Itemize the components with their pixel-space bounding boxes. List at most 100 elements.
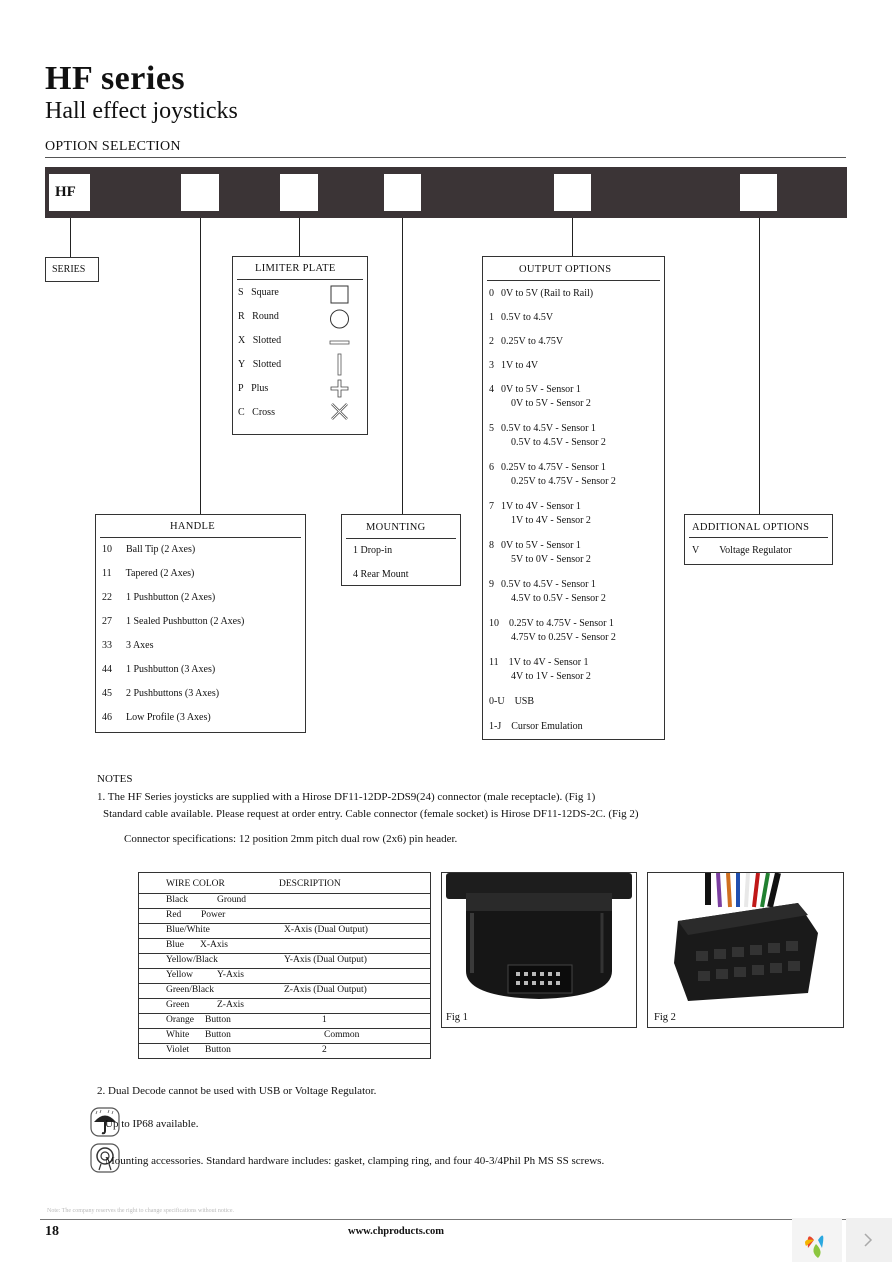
wire-function-cell: Button <box>205 1015 231 1025</box>
vertical-slot-icon <box>337 353 342 376</box>
handle-label: 1 Pushbutton (3 Axes) <box>126 664 216 675</box>
website-link[interactable]: www.chproducts.com <box>348 1226 445 1237</box>
horizontal-slot-icon <box>329 340 350 345</box>
wire-description-cell: Z-Axis (Dual Output) <box>284 985 367 995</box>
output-option-line1: USB <box>514 696 535 707</box>
viewer-logo-button[interactable] <box>792 1218 842 1262</box>
handle-connector-line <box>200 218 201 515</box>
mounting-item: 1 Drop-in <box>353 545 393 556</box>
figure-1: Fig 1 <box>441 872 637 1028</box>
limiter-label: Round <box>252 311 279 322</box>
limiter-label: Plus <box>251 383 269 394</box>
limiter-label: Slotted <box>252 359 282 370</box>
page-number: 18 <box>45 1224 59 1239</box>
handle-heading: HANDLE <box>170 521 215 532</box>
wire-description-cell: X-Axis (Dual Output) <box>284 925 368 935</box>
footer-divider <box>40 1219 846 1220</box>
output-option-line1: 1V to 4V - Sensor 1 <box>501 501 581 512</box>
handle-code: 45 <box>102 688 112 699</box>
output-option-code: 0-U <box>489 696 505 707</box>
limiter-item: P Plus <box>238 383 268 394</box>
mounting-accessories-icon <box>89 1142 121 1174</box>
output-option-code: 3 <box>489 360 494 371</box>
handle-code: 10 <box>102 544 112 555</box>
wire-color-cell: Green/Black <box>166 985 215 995</box>
wire-color-cell: Green <box>166 1000 190 1010</box>
additional-connector-line <box>759 218 760 515</box>
limiter-code: P <box>238 383 244 394</box>
wire-color-cell: Red <box>166 910 182 920</box>
cable-connector-photo <box>674 873 818 1001</box>
limiter-label: Slotted <box>252 335 282 346</box>
wire-description-cell: 2 <box>322 1045 327 1055</box>
limiter-icons <box>329 285 350 420</box>
output-option-code: 7 <box>489 501 494 512</box>
output-option-line1: 0.25V to 4.75V <box>501 336 564 347</box>
umbrella-icon <box>89 1106 121 1138</box>
limiter-code: X <box>238 335 246 346</box>
output-option-code: 10 <box>489 618 499 629</box>
wire-function-cell: Ground <box>217 895 247 905</box>
limiter-code: R <box>238 311 245 322</box>
chevron-right-icon <box>864 1233 873 1247</box>
series-label: SERIES <box>52 264 86 275</box>
wire-function-cell: X-Axis <box>200 940 228 950</box>
limiter-item: R Round <box>238 311 279 322</box>
wire-table-row: Blue X-Axis <box>139 938 430 953</box>
notes-heading: NOTES <box>97 773 133 785</box>
output-option-line1: 0V to 5V - Sensor 1 <box>501 384 581 395</box>
handle-label: Tapered (2 Axes) <box>125 568 195 579</box>
handle-label: 2 Pushbuttons (3 Axes) <box>126 688 220 699</box>
note-1a: 1. The HF Series joysticks are supplied … <box>97 791 596 803</box>
output-option-code: 1 <box>489 312 494 323</box>
output-option-line1: 0V to 5V (Rail to Rail) <box>501 288 594 299</box>
handle-label: 1 Pushbutton (2 Axes) <box>126 592 216 603</box>
output-code-slot <box>554 174 591 211</box>
output-option-line1: Cursor Emulation <box>511 721 583 732</box>
wire-color-cell: Blue <box>166 940 184 950</box>
wire-color-header: WIRE COLOR <box>166 879 225 889</box>
wire-description-cell: Y-Axis (Dual Output) <box>284 955 367 965</box>
mounting-box: MOUNTING 1 Drop-in 4 Rear Mount <box>341 514 461 586</box>
output-option-code: 0 <box>489 288 494 299</box>
wire-function-cell: Button <box>205 1045 231 1055</box>
output-option-item: 4 0V to 5V - Sensor 1 <box>489 384 581 395</box>
handle-heading-rule <box>100 537 301 538</box>
handle-label: 3 Axes <box>126 640 154 651</box>
output-option-code: 9 <box>489 579 494 590</box>
mounting-item: 4 Rear Mount <box>353 569 409 580</box>
plus-icon <box>330 379 349 398</box>
option-code-bar <box>45 167 847 218</box>
output-option-line2: 0.25V to 4.75V - Sensor 2 <box>511 476 616 487</box>
next-page-button[interactable] <box>846 1218 892 1262</box>
output-option-line1: 0.5V to 4.5V - Sensor 1 <box>501 579 596 590</box>
wire-description-cell: Common <box>324 1030 360 1040</box>
additional-heading-rule <box>689 537 828 538</box>
wire-color-cell: Blue/White <box>166 925 210 935</box>
page-title: HF series <box>45 60 186 97</box>
limiter-item: X Slotted <box>238 335 281 346</box>
output-connector-line <box>572 218 573 256</box>
note-1b: Standard cable available. Please request… <box>103 808 639 820</box>
handle-code: 33 <box>102 640 112 651</box>
wire-function-cell: Button <box>205 1030 231 1040</box>
output-option-code: 4 <box>489 384 494 395</box>
handle-code-slot <box>181 174 219 211</box>
circle-icon <box>330 309 349 329</box>
mounting-heading-rule <box>346 538 456 539</box>
wire-color-cell: Yellow <box>166 970 194 980</box>
output-option-line1: 1V to 4V - Sensor 1 <box>508 657 589 668</box>
